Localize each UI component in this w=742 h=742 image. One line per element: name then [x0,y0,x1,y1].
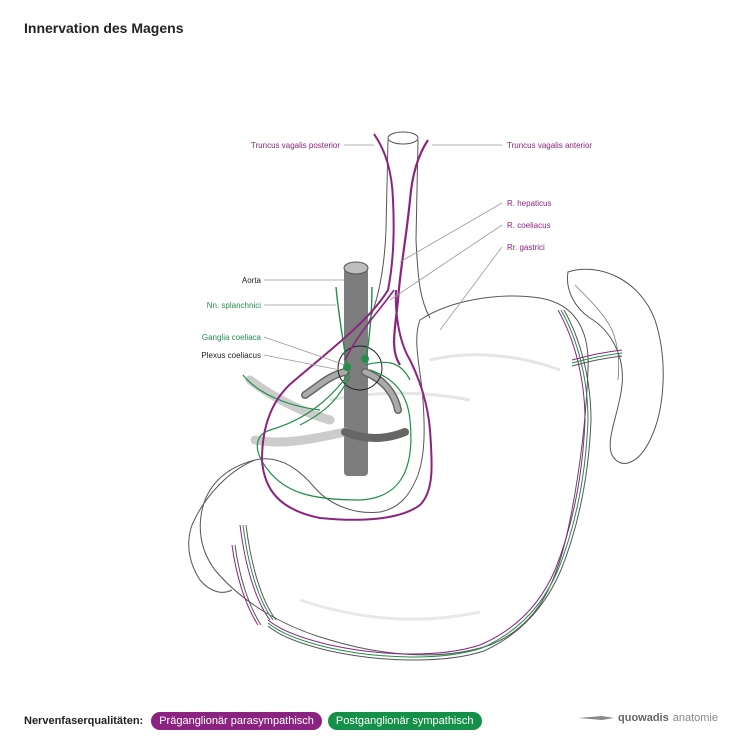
stomach-outline [199,295,589,656]
legend-sympathetic-pill: Postganglionär sympathisch [327,712,482,730]
label-ganglia-coeliaca: Ganglia coeliaca [202,333,262,342]
brand-name: quowadis [618,712,669,724]
leader-lines [263,144,503,371]
spleen-outline [566,268,664,464]
truncus-vagalis-posterior [260,133,433,521]
gastroepiploic-vessels [267,309,592,661]
duodenum-outline [188,459,256,593]
nn-splanchnici-right [365,286,373,361]
nn-splanchnici-left [335,286,348,366]
label-truncus-vagalis-anterior: Truncus vagalis anterior [507,141,592,150]
legend-title: Nervenfaserqualitäten: [24,715,144,727]
label-aorta: Aorta [242,276,262,285]
brand-logo: quowadis anatomie [578,712,718,724]
brand-suffix: anatomie [672,712,718,724]
ganglion-left [343,363,351,371]
legend: Nervenfaserqualitäten: Präganglionär par… [24,712,482,730]
label-nn-splanchnici: Nn. splanchnici [207,301,261,310]
aorta [344,268,368,476]
label-r-coeliacus: R. coeliacus [507,221,551,230]
plexus-coeliacus-ring [337,345,383,391]
ganglion-right [361,355,369,363]
page-title: Innervation des Magens [24,20,184,36]
label-r-hepaticus: R. hepaticus [507,199,551,208]
truncus-vagalis-anterior [392,139,429,366]
label-rr-gastrici: Rr. gastrici [507,243,545,252]
esophagus-opening [387,131,419,145]
legend-parasympathetic-pill: Präganglionär parasympathisch [151,712,322,730]
scalpel-icon [578,716,614,720]
label-plexus-coeliacus: Plexus coeliacus [201,351,261,360]
label-truncus-vagalis-posterior: Truncus vagalis posterior [251,141,340,150]
spleen-inner-edge [574,284,620,381]
